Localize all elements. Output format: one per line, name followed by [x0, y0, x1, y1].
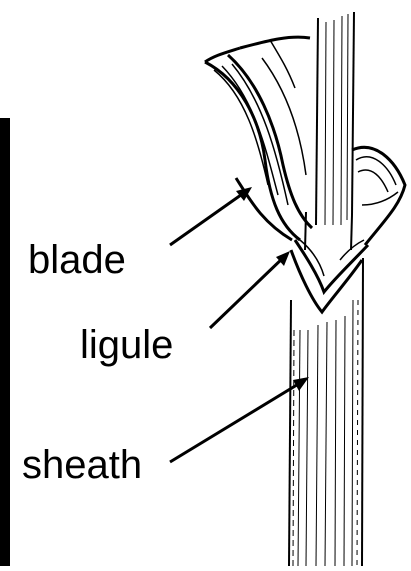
sheath-label: sheath	[22, 445, 142, 485]
sheath-arrowhead	[293, 377, 309, 391]
blade-pointer-line	[170, 190, 248, 245]
culm-upper	[316, 12, 354, 225]
ligule-collar	[291, 212, 368, 312]
pointer-lines	[170, 190, 305, 462]
pointer-arrowheads	[236, 187, 309, 391]
left-border-bar	[0, 118, 10, 566]
right-blade-wrap	[352, 147, 405, 245]
ligule-label: ligule	[80, 325, 173, 365]
ligule-pointer-line	[210, 255, 286, 328]
blade-label: blade	[28, 240, 126, 280]
sheath-pointer-line	[170, 380, 305, 462]
